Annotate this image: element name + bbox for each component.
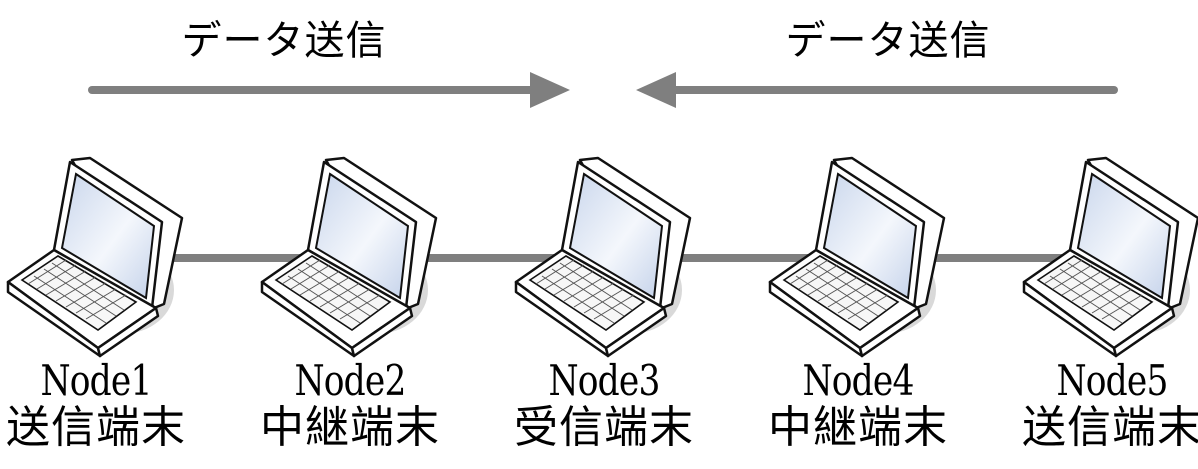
flow-label-to-node3-from-right: データ送信	[785, 18, 991, 64]
flow-arrow-right	[88, 72, 570, 108]
node-name: Node2	[294, 356, 406, 405]
node-label-node4: Node4 中継端末	[758, 360, 958, 450]
node-name: Node3	[548, 356, 660, 405]
node-name: Node5	[1056, 356, 1168, 405]
node-role: 中継端末	[260, 402, 440, 453]
node-role: 送信端末	[6, 402, 186, 453]
node-label-node1: Node1 送信端末	[0, 360, 196, 450]
node-role: 送信端末	[1022, 402, 1198, 453]
node-name: Node4	[802, 356, 914, 405]
node-label-node2: Node2 中継端末	[250, 360, 450, 450]
node-label-node3: Node3 受信端末	[504, 360, 704, 450]
laptop-icon-node1	[6, 156, 184, 358]
node-label-node5: Node5 送信端末	[1012, 360, 1198, 450]
flow-label-to-node3-from-left: データ送信	[181, 18, 387, 64]
flow-arrow-left	[636, 72, 1118, 108]
node-role: 中継端末	[768, 402, 948, 453]
node-role: 受信端末	[514, 402, 694, 453]
node-name: Node1	[40, 356, 152, 405]
arrow-head	[530, 72, 570, 108]
arrow-head	[636, 72, 676, 108]
